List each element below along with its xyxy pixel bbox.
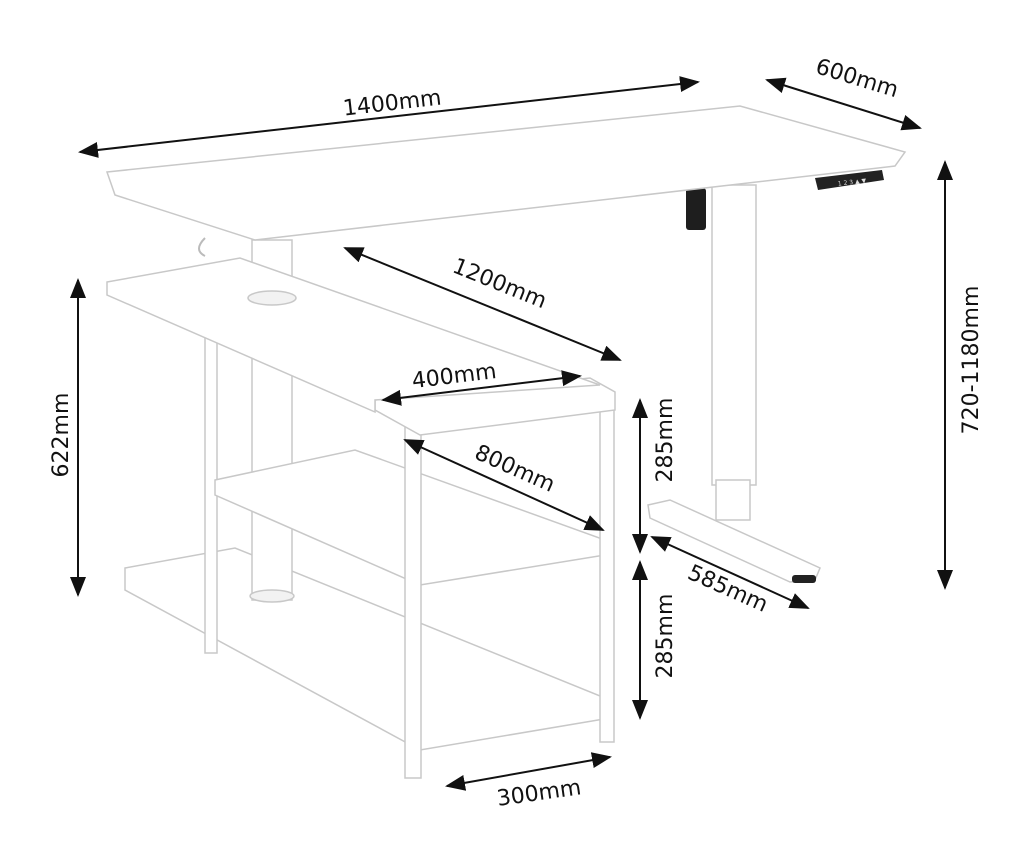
- grommet-upper: [247, 290, 297, 306]
- lift-leg-lower: [715, 479, 751, 521]
- label-lower-shelf-depth: 300mm: [495, 775, 583, 812]
- label-desk-depth: 600mm: [813, 54, 901, 103]
- label-lower-tier: 285mm: [653, 594, 678, 679]
- control-panel: 1 2 3 ▲ ▼: [815, 170, 884, 190]
- grommet-lower: [249, 589, 295, 603]
- arrow-shelf-depth: [381, 370, 582, 406]
- arrow-foot-length: [650, 536, 810, 609]
- lift-leg: [711, 184, 757, 486]
- desk-illustration: 1 2 3 ▲ ▼: [105, 105, 907, 779]
- bottom-shelf: [124, 547, 611, 751]
- motor: [686, 188, 706, 230]
- desktop: [105, 105, 907, 241]
- svg-text:1 2 3 ▲ ▼: 1 2 3 ▲ ▼: [838, 177, 867, 187]
- shelf-leg-right: [599, 399, 615, 743]
- hook-icon: [198, 237, 206, 257]
- arrow-desk-depth: [765, 77, 922, 131]
- button-up[interactable]: ▲: [855, 178, 861, 186]
- button-1[interactable]: 1: [838, 180, 843, 187]
- label-upper-tier: 285mm: [653, 398, 678, 483]
- button-down[interactable]: ▼: [861, 177, 867, 185]
- arrow-lower-shelf-depth: [445, 752, 612, 791]
- button-3[interactable]: 3: [849, 179, 854, 186]
- label-shelf-length: 1200mm: [449, 254, 550, 314]
- arrow-desk-width: [78, 76, 700, 158]
- foot-pad: [792, 575, 816, 583]
- shelf-leg-front: [404, 419, 422, 779]
- arrow-shelf-length: [343, 247, 622, 361]
- arrow-lower-shelf-length: [403, 439, 605, 531]
- label-shelf-height: 622mm: [49, 393, 74, 478]
- label-height-range: 720-1180mm: [959, 286, 984, 435]
- dimension-lines: [70, 76, 953, 791]
- label-foot-length: 585mm: [684, 560, 772, 617]
- button-2[interactable]: 2: [843, 180, 848, 187]
